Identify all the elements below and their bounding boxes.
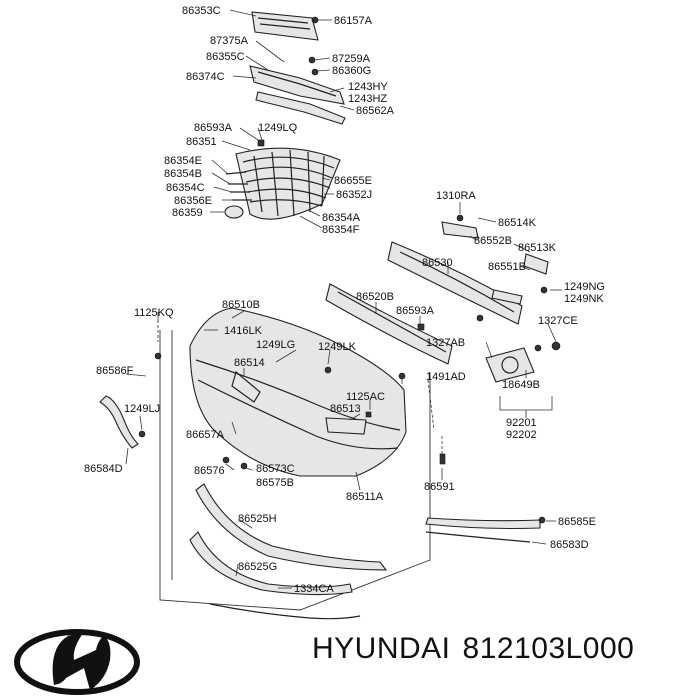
label-86576: 86576	[194, 465, 225, 477]
label-86552B: 86552B	[474, 235, 512, 247]
label-86520B: 86520B	[356, 291, 394, 303]
bumper-cover	[189, 307, 407, 477]
label-1249LK: 1249LK	[318, 341, 357, 353]
label-86593A-top: 86593A	[194, 122, 233, 134]
label-86356E: 86356E	[174, 195, 212, 207]
label-1125KQ: 1125KQ	[134, 307, 174, 319]
label-1416LK: 1416LK	[224, 325, 263, 337]
part-labels: 86353C 86157A 87375A 86355C 87259A 86360…	[84, 5, 605, 595]
hyundai-logo-icon	[14, 629, 140, 695]
label-86374C: 86374C	[186, 71, 225, 83]
leader-lines-beam	[447, 202, 562, 291]
leader-lines-top	[229, 9, 355, 111]
fog-lamp	[485, 341, 561, 383]
side-molding-right	[425, 516, 546, 543]
leader-lines-right	[531, 520, 556, 545]
label-86584D: 86584D	[84, 463, 123, 475]
label-86513: 86513	[330, 403, 361, 415]
label-86354E: 86354E	[164, 155, 202, 167]
label-86354A: 86354A	[322, 212, 361, 224]
label-86657A: 86657A	[186, 429, 225, 441]
label-86583D: 86583D	[550, 539, 589, 551]
brand-caption: HYUNDAI 812103L000	[312, 632, 646, 666]
label-86352J: 86352J	[336, 189, 372, 201]
label-18649B: 18649B	[502, 379, 540, 391]
label-1334CA: 1334CA	[294, 583, 334, 595]
label-1249LJ: 1249LJ	[124, 403, 160, 415]
label-86575B: 86575B	[256, 477, 294, 489]
label-86355C: 86355C	[206, 51, 245, 63]
label-86525G: 86525G	[238, 561, 277, 573]
label-1327AB: 1327AB	[426, 337, 465, 349]
leader-lines-lip	[235, 519, 292, 589]
label-1243HY: 1243HY	[348, 81, 388, 93]
label-1243HZ: 1243HZ	[348, 93, 387, 105]
label-86351: 86351	[186, 136, 217, 148]
label-86353C: 86353C	[182, 5, 221, 17]
leader-lines-lamp	[485, 323, 557, 418]
bumper-frame	[157, 320, 435, 611]
brand-name: HYUNDAI	[312, 632, 451, 665]
part-number: 812103L000	[462, 632, 635, 665]
label-1327CE: 1327CE	[538, 315, 578, 327]
label-87375A: 87375A	[210, 35, 249, 47]
label-86510B: 86510B	[222, 299, 260, 311]
leader-lines-cover	[157, 310, 403, 491]
label-86513K: 86513K	[518, 242, 557, 254]
label-86354C: 86354C	[166, 182, 205, 194]
energy-absorber	[325, 283, 453, 365]
label-86593A-mid: 86593A	[396, 305, 435, 317]
label-86354F: 86354F	[322, 224, 360, 236]
label-86585E: 86585E	[558, 516, 596, 528]
label-86655E: 86655E	[334, 175, 372, 187]
label-86354B: 86354B	[164, 168, 202, 180]
leader-lines-lower	[225, 463, 443, 480]
lower-fasteners	[222, 436, 446, 470]
label-1249NK: 1249NK	[564, 293, 604, 305]
upper-grille-molding	[249, 11, 346, 125]
label-86591: 86591	[424, 481, 455, 493]
leader-lines-absorber	[375, 302, 421, 324]
label-87259A: 87259A	[332, 53, 371, 65]
side-molding-left	[99, 352, 162, 449]
label-1249LQ: 1249LQ	[258, 122, 298, 134]
label-86525H: 86525H	[238, 513, 277, 525]
label-86360G: 86360G	[332, 65, 371, 77]
label-1249LG: 1249LG	[256, 339, 295, 351]
lower-lip-molding	[189, 483, 388, 620]
label-92202: 92202	[506, 429, 537, 441]
label-86586F: 86586F	[96, 365, 134, 377]
label-86530: 86530	[422, 257, 453, 269]
label-86514K: 86514K	[498, 217, 537, 229]
label-1310RA: 1310RA	[436, 190, 476, 202]
leader-lines-grille	[210, 127, 334, 229]
label-86157A: 86157A	[334, 15, 373, 27]
label-92201: 92201	[506, 417, 537, 429]
label-86562A: 86562A	[356, 105, 395, 117]
leader-lines-left	[125, 373, 147, 465]
label-1491AD: 1491AD	[426, 371, 466, 383]
radiator-grille	[224, 139, 341, 220]
label-1249NG: 1249NG	[564, 281, 605, 293]
label-86551B: 86551B	[488, 261, 526, 273]
label-86573C: 86573C	[256, 463, 295, 475]
label-1125AC: 1125AC	[346, 391, 385, 403]
label-86359: 86359	[172, 207, 203, 219]
bumper-beam	[387, 214, 549, 325]
label-86514: 86514	[234, 357, 265, 369]
label-86511A: 86511A	[346, 491, 384, 503]
